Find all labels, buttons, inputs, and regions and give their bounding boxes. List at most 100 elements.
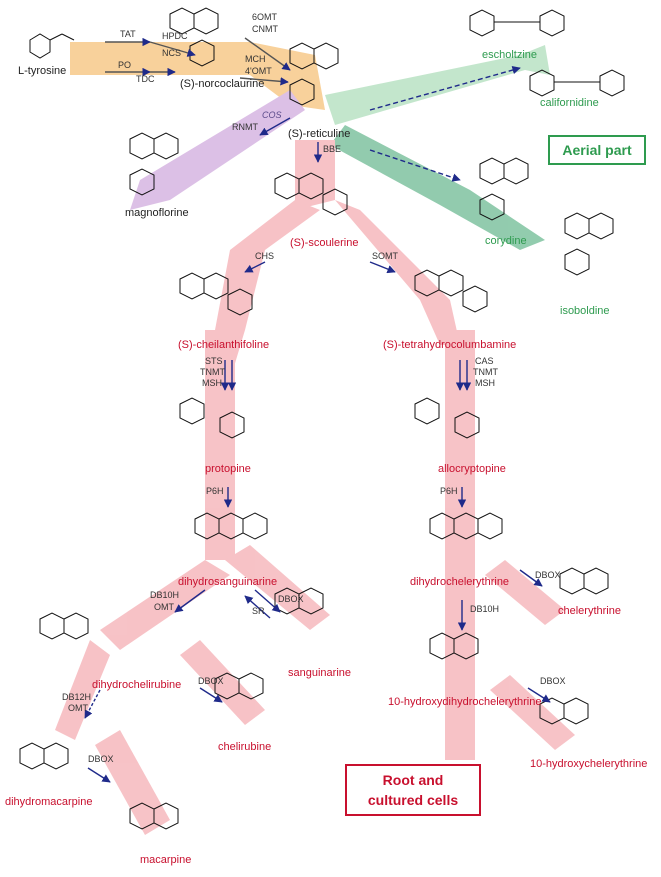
- root-label-line1: Root and: [383, 772, 444, 788]
- compound-labels: L-tyrosine (S)-norcoclaurine (S)-reticul…: [5, 49, 647, 866]
- band-magnoflorine: [130, 90, 305, 210]
- aerial-part-label: Aerial part: [562, 142, 632, 158]
- isoboldine-structure: [564, 212, 614, 276]
- enzyme-db10h1: DB10H: [150, 590, 179, 600]
- enzyme-omt2: OMT: [68, 703, 88, 713]
- enzyme-6omt: 6OMT: [252, 12, 278, 22]
- label-californidine: californidine: [540, 97, 599, 109]
- enzyme-tdc: TDC: [136, 74, 155, 84]
- label-isoboldine: isoboldine: [560, 305, 610, 317]
- enzyme-cos: COS: [262, 110, 282, 120]
- band-norcoclaurine: [250, 42, 325, 110]
- band-macarpine: [95, 730, 170, 835]
- enzyme-cnmt: CNMT: [252, 24, 278, 34]
- band-sanguinarine: [225, 545, 330, 630]
- label-dihydrosanguinarine: dihydrosanguinarine: [178, 576, 277, 588]
- band-dihydromacarpine: [55, 640, 110, 740]
- enzyme-msh1: MSH: [202, 378, 222, 388]
- enzyme-tnmt1: TNMT: [200, 367, 225, 377]
- enzyme-dbox5: DBOX: [540, 676, 566, 686]
- enzyme-sr: SR: [252, 606, 265, 616]
- label-dihydrochelerythrine: dihydrochelerythrine: [410, 576, 509, 588]
- allocryptopine-structure: [414, 397, 480, 439]
- label-norcoclaurine: (S)-norcoclaurine: [180, 78, 264, 90]
- arrow-dbox3: [199, 687, 223, 703]
- label-chelirubine: chelirubine: [218, 741, 271, 753]
- label-hydroxydihydrochelerythrine: 10-hydroxydihydrochelerythrine: [388, 696, 541, 708]
- arrow-dbox2: [519, 569, 543, 587]
- enzyme-po: PO: [118, 60, 131, 70]
- hydroxychelerythrine-structure: [539, 697, 589, 725]
- enzyme-sts: STS: [205, 356, 223, 366]
- band-dihydrochelirubine: [100, 560, 230, 650]
- tetrahydrocolumbamine-structure: [414, 269, 488, 313]
- arrow-dbox1: [254, 589, 281, 613]
- arrow-somt: [369, 261, 396, 274]
- label-allocryptopine: allocryptopine: [438, 463, 506, 475]
- label-magnoflorine: magnoflorine: [125, 207, 189, 219]
- enzyme-p6h2: P6H: [440, 486, 458, 496]
- enzyme-ncs: NCS: [162, 48, 181, 58]
- arrow-to-escholtzine: [369, 65, 521, 111]
- band-chelirubine: [180, 640, 265, 725]
- arrow-dbox5: [527, 687, 551, 703]
- root-label-line2: cultured cells: [368, 792, 458, 808]
- escholtzine-structure: [469, 9, 565, 37]
- macarpine-structure: [129, 802, 179, 830]
- enzyme-hpdc: HPDC: [162, 31, 188, 41]
- tyrosine-structure: [29, 33, 75, 59]
- enzyme-dbox3: DBOX: [198, 676, 224, 686]
- enzyme-chs: CHS: [255, 251, 274, 261]
- label-chelerythrine: chelerythrine: [558, 605, 621, 617]
- label-scoulerine: (S)-scoulerine: [290, 237, 358, 249]
- magnoflorine-structure: [129, 132, 179, 196]
- arrow-db10h1: [174, 589, 206, 613]
- band-hydroxychelerythrine: [490, 675, 575, 750]
- label-protopine: protopine: [205, 463, 251, 475]
- structures: [19, 7, 625, 830]
- arrow-mch: [239, 77, 289, 86]
- enzyme-dbox2: DBOX: [535, 570, 561, 580]
- arrow-dbox4: [87, 767, 111, 783]
- label-cheilanthifoline: (S)-cheilanthifoline: [178, 339, 269, 351]
- reaction-arrows: [84, 37, 551, 783]
- arrow-6omt: [244, 37, 291, 71]
- enzyme-p6h1: P6H: [206, 486, 224, 496]
- dihydrochelirubine-structure: [39, 612, 89, 640]
- protopine-structure: [179, 397, 245, 439]
- band-right-branch: [335, 200, 460, 345]
- corydine-structure: [479, 157, 529, 221]
- enzyme-mch: MCH: [245, 54, 266, 64]
- arrow-db12h: [84, 689, 101, 719]
- enzyme-somt: SOMT: [372, 251, 399, 261]
- root-cultured-box: Root and cultured cells: [345, 764, 481, 816]
- enzyme-labels: TAT HPDC NCS PO TDC 6OMT CNMT MCH 4'OMT …: [62, 12, 566, 764]
- enzyme-rnmt: RNMT: [232, 122, 258, 132]
- hydroxydihydro-structure: [429, 632, 479, 660]
- band-chelerythrine: [485, 560, 565, 625]
- label-sanguinarine: sanguinarine: [288, 667, 351, 679]
- chelirubine-structure: [214, 672, 264, 700]
- label-l-tyrosine: L-tyrosine: [18, 65, 66, 77]
- label-macarpine: macarpine: [140, 854, 191, 866]
- arrow-sr: [244, 595, 271, 619]
- pathway-bands: [55, 42, 575, 835]
- dihydrosanguinarine-structure: [194, 512, 268, 540]
- scoulerine-structure: [274, 172, 348, 216]
- enzyme-msh2: MSH: [475, 378, 495, 388]
- dihydromacarpine-structure: [19, 742, 69, 770]
- label-escholtzine: escholtzine: [482, 49, 537, 61]
- enzyme-dbox4: DBOX: [88, 754, 114, 764]
- chelerythrine-structure: [559, 567, 609, 595]
- label-reticuline: (S)-reticuline: [288, 128, 350, 140]
- enzyme-omt1: OMT: [154, 602, 174, 612]
- enzyme-db10h2: DB10H: [470, 604, 499, 614]
- enzyme-cas: CAS: [475, 356, 494, 366]
- enzyme-bbe: BBE: [323, 144, 341, 154]
- label-corydine: corydine: [485, 235, 527, 247]
- cheilanthifoline-structure: [179, 272, 253, 316]
- label-dihydrochelirubine: dihydrochelirubine: [92, 679, 181, 691]
- dihydrochelerythrine-structure: [429, 512, 503, 540]
- enzyme-db12h: DB12H: [62, 692, 91, 702]
